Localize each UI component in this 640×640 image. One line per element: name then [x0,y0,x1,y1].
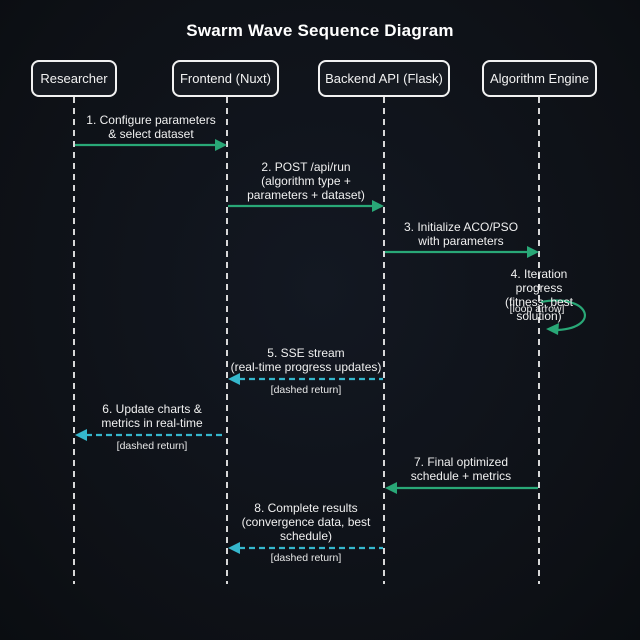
message-4-arrowhead-icon [546,323,559,335]
diagram-title: Swarm Wave Sequence Diagram [186,21,454,40]
message-6-label: 6. Update charts & metrics in real-time [101,402,203,430]
message-7-arrowhead-icon [385,482,397,494]
message-6-arrowhead-icon [75,429,87,441]
message-7-label: 7. Final optimized schedule + metrics [410,455,512,483]
message-1-arrowhead-icon [215,139,227,151]
message-5-arrowhead-icon [228,373,240,385]
message-3-arrowhead-icon [527,246,539,258]
message-8-label: 8. Complete results (convergence data, b… [241,501,371,543]
message-1-label: 1. Configure parameters & select dataset [86,113,216,141]
message-8-note: [dashed return] [270,552,342,564]
message-4-label: 4. Iteration progress (fitness, best sol… [504,267,574,323]
actor-label-algorithm-engine: Algorithm Engine [490,71,589,86]
message-4-loop-arrow [540,299,586,332]
actor-box-algorithm-engine: Algorithm Engine [482,60,597,97]
message-2-arrowhead-icon [372,200,384,212]
actor-label-frontend: Frontend (Nuxt) [179,71,272,86]
actor-label-backend: Backend API (Flask) [325,71,443,86]
message-5-note: [dashed return] [270,384,342,396]
actor-box-researcher: Researcher [31,60,117,97]
message-4-note: [loop arrow] [509,303,565,315]
actor-box-backend: Backend API (Flask) [318,60,450,97]
actor-label-researcher: Researcher [40,71,108,86]
message-3-label: 3. Initialize ACO/PSO with parameters [403,220,519,248]
message-5-label: 5. SSE stream (real-time progress update… [230,346,382,374]
message-2-label: 2. POST /api/run (algorithm type + param… [247,160,365,202]
message-6-note: [dashed return] [116,440,188,452]
actor-box-frontend: Frontend (Nuxt) [172,60,279,97]
message-8-arrowhead-icon [228,542,240,554]
